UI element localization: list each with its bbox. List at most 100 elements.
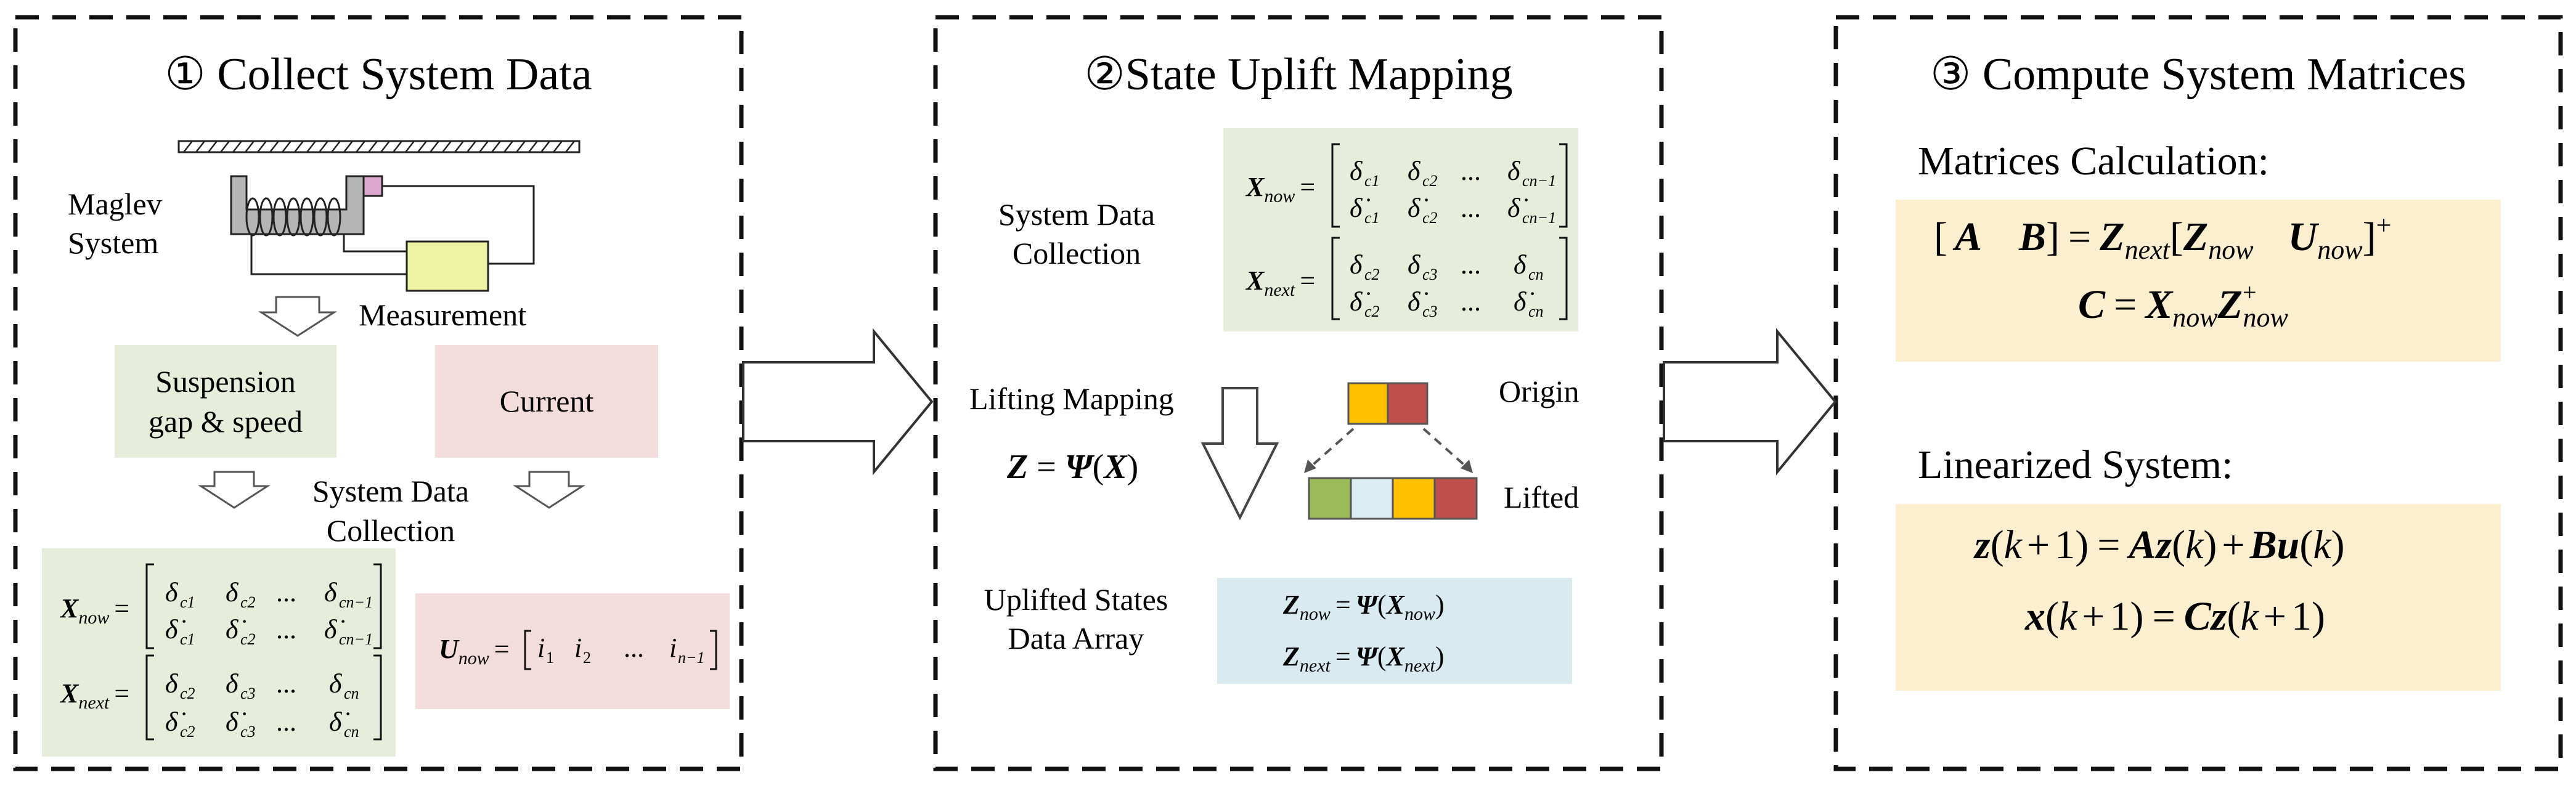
suspension-box bbox=[115, 345, 336, 458]
suspension-label-line2: gap & speed bbox=[149, 404, 303, 439]
svg-text:c1: c1 bbox=[180, 630, 195, 648]
svg-text:δ: δ bbox=[165, 577, 179, 607]
lifting-arrow-icon bbox=[1200, 387, 1279, 521]
z-now-equation: Znow=Ψ(Xnow) bbox=[1282, 590, 1445, 624]
svg-text:Xnow=: Xnow= bbox=[1245, 172, 1315, 206]
origin-label: Origin bbox=[1499, 374, 1579, 408]
measurement-label: Measurement bbox=[359, 298, 526, 332]
uplifted-states-label-line2: Data Array bbox=[1008, 621, 1144, 656]
svg-text:δ: δ bbox=[1350, 250, 1363, 280]
svg-text:...: ... bbox=[1461, 193, 1481, 223]
panel-uplift-title: ②State Uplift Mapping bbox=[1084, 49, 1512, 100]
lifted-cells bbox=[1308, 477, 1478, 520]
svg-text:δ: δ bbox=[1350, 156, 1363, 186]
svg-text:i: i bbox=[537, 633, 545, 663]
big-arrow-2-icon bbox=[1663, 328, 1837, 476]
controller-box bbox=[406, 240, 489, 292]
svg-text:x(k+1)=Cz(k+1): x(k+1)=Cz(k+1) bbox=[2024, 594, 2325, 639]
svg-text:c2: c2 bbox=[240, 593, 256, 611]
matrices-box bbox=[1896, 200, 2501, 362]
collect-sdc-label-line2: Collection bbox=[327, 513, 455, 548]
lifting-dashed-arrows-icon bbox=[1308, 428, 1469, 469]
z-next-equation: Znext=Ψ(Xnext) bbox=[1282, 641, 1445, 676]
svg-text:cn−1: cn−1 bbox=[1522, 172, 1556, 190]
svg-text:c2: c2 bbox=[180, 684, 195, 702]
linearized-box bbox=[1896, 504, 2501, 691]
svg-text:δ: δ bbox=[226, 668, 239, 699]
current-label: Current bbox=[500, 384, 594, 418]
z-array-box bbox=[1217, 578, 1572, 684]
svg-text:δ: δ bbox=[1514, 250, 1527, 280]
svg-text:...: ... bbox=[276, 577, 296, 607]
z-state-equation: z(k+1)=Az(k)+Bu(k) bbox=[1973, 522, 2345, 567]
svg-text:C=XnowZ+now: C=XnowZ+now bbox=[2078, 278, 2289, 333]
origin-cells bbox=[1347, 382, 1429, 425]
svg-text:...: ... bbox=[1461, 250, 1481, 280]
svg-text:2: 2 bbox=[583, 649, 591, 667]
svg-text:cn−1: cn−1 bbox=[339, 630, 373, 648]
current-box bbox=[435, 345, 658, 458]
panel-compute-title: ③ Compute System Matrices bbox=[1930, 49, 2466, 100]
svg-text:Xnext=: Xnext= bbox=[1245, 266, 1315, 300]
svg-text:cn−1: cn−1 bbox=[339, 593, 373, 611]
svg-text:...: ... bbox=[276, 668, 296, 699]
svg-text:c3: c3 bbox=[1422, 303, 1438, 320]
collect-sdc-label: System Data bbox=[312, 474, 469, 508]
svg-text:c2: c2 bbox=[1364, 303, 1380, 320]
u-vector-box bbox=[415, 593, 730, 709]
big-arrow-1-icon bbox=[742, 328, 934, 476]
lifting-mapping-label: Lifting Mapping bbox=[969, 381, 1174, 416]
down-arrow-current-icon bbox=[512, 471, 586, 509]
svg-text:Znext=Ψ(Xnext): Znext=Ψ(Xnext) bbox=[1282, 641, 1445, 676]
c-equation: C=XnowZ+now bbox=[2078, 278, 2289, 333]
suspension-label: Suspension bbox=[155, 364, 296, 399]
svg-text:...: ... bbox=[276, 707, 296, 737]
svg-text:n−1: n−1 bbox=[678, 649, 705, 667]
controller-wiring bbox=[250, 185, 535, 275]
svg-text:Z=Ψ(X): Z=Ψ(X) bbox=[1006, 448, 1138, 486]
svg-text:δ: δ bbox=[1408, 250, 1421, 280]
rail-icon bbox=[177, 140, 581, 153]
svg-text:c1: c1 bbox=[180, 593, 195, 611]
matrices-calculation-label: Matrices Calculation: bbox=[1918, 139, 2269, 184]
svg-text:i: i bbox=[574, 633, 582, 663]
x-output-equation: x(k+1)=Cz(k+1) bbox=[2024, 594, 2325, 639]
svg-text:i: i bbox=[669, 633, 677, 663]
svg-text:c2: c2 bbox=[1422, 172, 1438, 190]
svg-text:z(k+1)=Az(k)+Bu(k): z(k+1)=Az(k)+Bu(k) bbox=[1973, 522, 2345, 567]
svg-text:...: ... bbox=[624, 633, 644, 663]
svg-text:c1: c1 bbox=[1364, 209, 1380, 227]
svg-text:c2: c2 bbox=[240, 630, 256, 648]
svg-text:cn−1: cn−1 bbox=[1522, 209, 1556, 227]
svg-text:...: ... bbox=[1461, 286, 1481, 317]
svg-text:Unow=: Unow= bbox=[439, 634, 510, 668]
svg-text:δ: δ bbox=[324, 577, 338, 607]
svg-text:c2: c2 bbox=[180, 723, 195, 741]
svg-text:c3: c3 bbox=[240, 723, 256, 741]
lifting-equation: Z=Ψ(X) bbox=[1006, 448, 1138, 486]
maglev-label-line2: System bbox=[68, 225, 158, 260]
lifted-label: Lifted bbox=[1504, 480, 1579, 514]
uplift-sdc-label: System Data bbox=[998, 197, 1155, 232]
linearized-system-label: Linearized System: bbox=[1918, 442, 2233, 487]
maglev-label: Maglev bbox=[68, 187, 162, 221]
svg-text:cn: cn bbox=[344, 723, 359, 741]
svg-text:δ: δ bbox=[1408, 156, 1421, 186]
electromagnet-icon bbox=[230, 175, 383, 237]
svg-text:Xnow=: Xnow= bbox=[59, 593, 129, 628]
svg-text:cn: cn bbox=[1528, 303, 1544, 320]
svg-text:c2: c2 bbox=[1364, 266, 1380, 283]
svg-text:δ: δ bbox=[165, 668, 179, 699]
down-arrow-suspension-icon bbox=[197, 471, 271, 509]
svg-text:c1: c1 bbox=[1364, 172, 1380, 190]
down-arrow-measure-icon bbox=[258, 296, 338, 337]
uplift-sdc-label-line2: Collection bbox=[1013, 236, 1141, 270]
svg-text:cn: cn bbox=[1528, 266, 1544, 283]
